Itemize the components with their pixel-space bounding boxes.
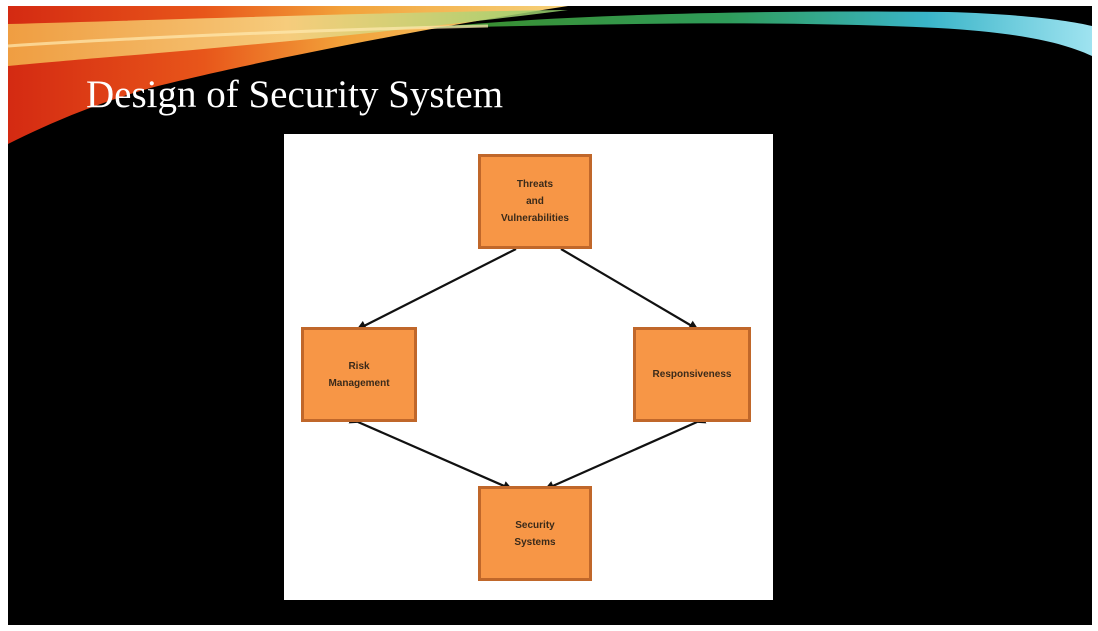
node-label: Responsiveness	[652, 369, 732, 380]
slide: Design of Security System Threats and Vu…	[8, 6, 1092, 625]
node-label: Risk Management	[328, 360, 390, 389]
arrow-responsiveness-security-bidirectional	[544, 414, 707, 491]
diagram-connectors	[348, 248, 707, 491]
node-threats-and-vulnerabilities: Threats and Vulnerabilities	[478, 154, 592, 249]
node-responsiveness: Responsiveness	[633, 327, 751, 422]
node-label: Threats and Vulnerabilities	[501, 179, 569, 224]
node-label: Security Systems	[514, 519, 556, 548]
node-security-systems: Security Systems	[478, 486, 592, 581]
node-risk-management: Risk Management	[301, 327, 417, 422]
arrow-threats-to-responsiveness	[560, 248, 699, 331]
arrow-risk-security-bidirectional	[348, 414, 513, 491]
arrow-threats-to-risk	[356, 248, 517, 330]
decorative-swoosh-banner	[8, 6, 1092, 144]
slide-title: Design of Security System	[86, 73, 504, 116]
security-system-diagram: Threats and Vulnerabilities Risk Managem…	[284, 134, 773, 600]
